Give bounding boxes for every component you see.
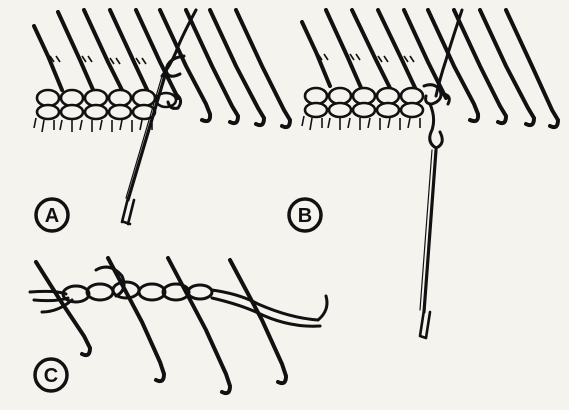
panel-label-b: B	[289, 199, 321, 231]
panel-c: C	[30, 258, 327, 393]
needles-c	[36, 258, 286, 393]
panel-label-c-text: C	[44, 365, 58, 387]
fabric-edge-a	[34, 118, 152, 132]
panel-label-a: A	[36, 199, 68, 231]
panel-b: B	[289, 10, 558, 338]
transfer-tool-b	[420, 150, 436, 338]
panel-label-b-text: B	[298, 205, 312, 227]
panel-label-c: C	[35, 359, 67, 391]
panel-label-a-text: A	[45, 205, 59, 227]
panel-a: A	[34, 10, 290, 231]
yarn-strand-b	[424, 10, 462, 148]
fabric-edge-b	[302, 116, 420, 130]
knitted-stitches-b	[305, 88, 423, 117]
